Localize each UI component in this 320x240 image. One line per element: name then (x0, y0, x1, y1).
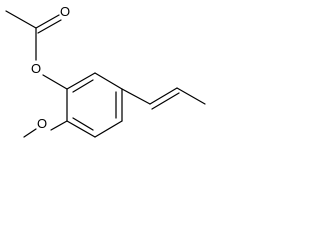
bond-ester-oxygen-ring (42, 74, 68, 90)
ring-bond-3 (94, 120, 123, 138)
ring-bond-6 (66, 72, 96, 90)
ring-bond-5 (94, 72, 123, 90)
atom-label-carbonyl-oxygen: O (60, 4, 70, 19)
bond-propenyl-methyl (176, 87, 206, 105)
ring-inner-double-3 (72, 117, 94, 131)
bond-carbonyl-double-1 (35, 14, 60, 29)
atom-label-ester-oxygen: O (31, 61, 41, 76)
bond-methoxy-oxygen-methyl (23, 128, 37, 138)
bond-carbonyl-double-2 (37, 19, 62, 34)
ring-inner-double-1 (72, 79, 94, 93)
bond-ring-propenyl (121, 88, 151, 105)
structure-diagram: O O O (5, 4, 206, 138)
bond-ring-methoxy-oxygen (50, 120, 68, 131)
bond-propenyl-double-1 (149, 87, 178, 105)
ring-bond-2 (66, 120, 96, 138)
bond-propenyl-double-2 (151, 92, 180, 110)
atom-label-methoxy-oxygen: O (37, 116, 47, 131)
bond-methyl-carbonyl (5, 10, 37, 29)
